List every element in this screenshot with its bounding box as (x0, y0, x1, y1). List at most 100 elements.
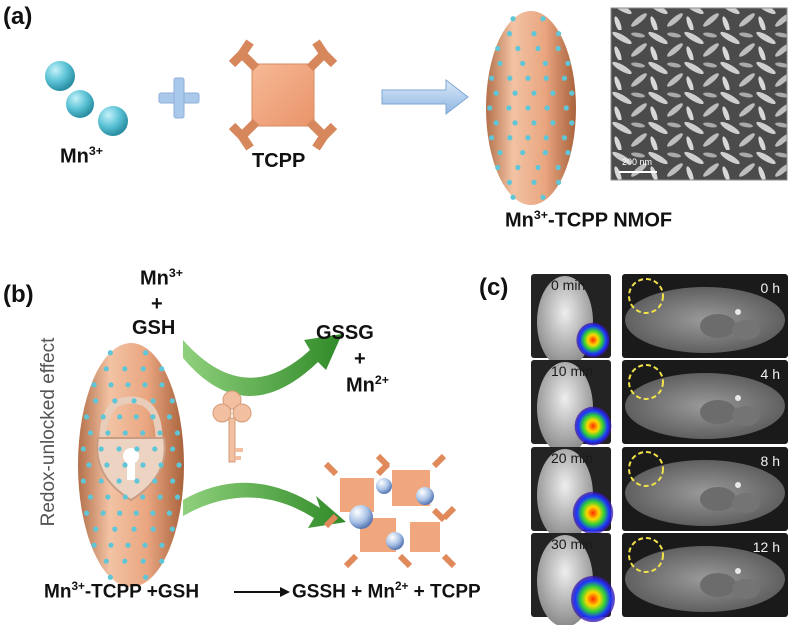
ion-dot (93, 526, 99, 532)
fluorescence-panels (531, 274, 615, 625)
ion-dot (569, 120, 575, 126)
mri-organ (732, 320, 760, 340)
ion-dot (100, 510, 106, 516)
mri-organ (732, 579, 760, 599)
tumor-marker-circle (628, 364, 664, 400)
ion-dot (159, 366, 165, 372)
ion-dot (555, 164, 561, 171)
ion-dot (116, 478, 122, 484)
ion-dot (93, 398, 99, 404)
ion-dot (515, 164, 521, 171)
green-arrow-top (183, 334, 342, 397)
ion-dot (495, 164, 501, 171)
ion-dot (174, 430, 181, 436)
ion-dot (133, 510, 139, 516)
ion-dot (122, 366, 128, 372)
tcpp-molecule (228, 39, 338, 151)
mri-spine-spot (735, 309, 741, 315)
ion-dot (107, 350, 113, 356)
ion-dot (105, 494, 111, 500)
ion-dot (103, 558, 109, 564)
fluor-time-label: 10 min (551, 363, 594, 379)
ion-dot (142, 382, 148, 388)
ion-dot (525, 135, 531, 141)
fluorescence-signal (572, 491, 614, 535)
mri-time-label: 8 h (760, 453, 780, 469)
ion-dot (495, 45, 501, 52)
fluor-time-label: 30 min (551, 536, 594, 552)
ion-dot (157, 494, 163, 500)
ion-dot (497, 150, 503, 156)
ion-dot (507, 135, 513, 141)
ion-dot (520, 60, 526, 66)
ion-dot (565, 150, 571, 156)
ion-dot (150, 526, 156, 532)
ion-dot (561, 135, 568, 141)
ion-dot (543, 135, 549, 141)
ion-dot (531, 90, 537, 96)
ion-dot (525, 75, 531, 81)
mri-organ (700, 487, 736, 511)
ion-dot (98, 446, 104, 452)
ion-dot (544, 105, 550, 111)
ion-dot (506, 179, 513, 185)
ion-dot (563, 105, 569, 111)
fluorescence-signal (571, 575, 615, 623)
plus-icon (158, 77, 200, 119)
mri-organ (700, 573, 736, 597)
product-mn2: Mn2+ (346, 373, 390, 397)
mri-panels (622, 274, 788, 617)
ion-dot (125, 542, 131, 548)
ion-dot (117, 510, 123, 516)
ion-dot (108, 542, 114, 548)
ion-dot (159, 382, 165, 388)
ion-dot (555, 45, 561, 52)
key-icon (212, 390, 252, 463)
redox-side-text-container: Redox-unlocked effect (38, 297, 60, 567)
ion-dot (170, 446, 176, 452)
ion-dot (507, 75, 513, 81)
ion-dot (540, 16, 546, 22)
equation-arrow (234, 587, 290, 597)
ion-dot (169, 526, 175, 532)
ion-dot (152, 478, 158, 484)
ion-dot (542, 60, 548, 66)
ion-dot (166, 414, 173, 420)
mri-spine-spot (735, 568, 741, 574)
ion-dot (555, 31, 562, 37)
ion-dot (83, 510, 90, 516)
reactant-plus: + (151, 293, 163, 315)
dissociated-fragments (323, 453, 457, 569)
ion-dot (100, 414, 106, 420)
fluor-time-label: 0 min (551, 277, 586, 293)
ion-dot (152, 446, 158, 452)
ion-dot (134, 478, 140, 484)
ion-dot (531, 179, 537, 185)
ion-dot (512, 120, 518, 126)
ion-dot (550, 90, 556, 96)
ion-dot (531, 120, 537, 126)
ion-dot (86, 462, 92, 468)
ion-dot (80, 478, 86, 484)
mri-spine-spot (735, 395, 741, 401)
ion-dot (506, 105, 512, 111)
ion-dot (543, 75, 549, 81)
ion-dot (87, 494, 94, 500)
ion-dot (506, 31, 513, 37)
nmof-label: Mn3+-TCPP NMOF (505, 208, 673, 232)
tumor-marker-circle (628, 537, 664, 573)
ion-dot (169, 398, 175, 404)
ion-dot (98, 478, 104, 484)
reaction-arrow (381, 78, 469, 116)
ion-dot (150, 414, 156, 420)
reaction-equation-left: Mn3+-TCPP +GSH (44, 580, 200, 603)
ion-dot (105, 430, 111, 436)
ion-dot (87, 430, 94, 436)
ion-dot (142, 542, 148, 548)
ion-dot (108, 382, 114, 388)
ion-dot (515, 45, 521, 52)
ion-dot (134, 446, 140, 452)
ion-dot (140, 462, 146, 468)
ion-dot (159, 558, 165, 564)
